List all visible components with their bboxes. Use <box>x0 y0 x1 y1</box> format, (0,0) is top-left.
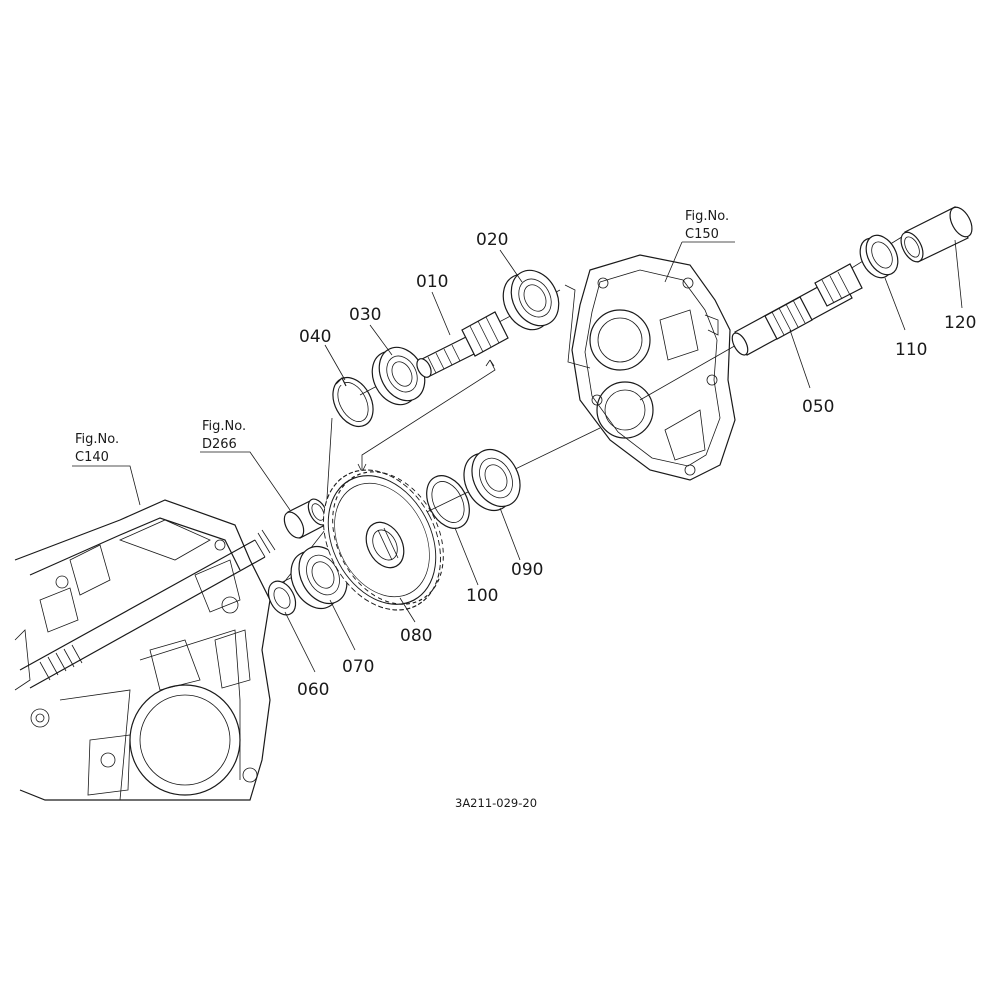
part-label-110: 110 <box>895 340 927 360</box>
part-label-080: 080 <box>400 626 432 646</box>
ball-bearing-030 <box>371 346 426 406</box>
splined-shaft-050 <box>731 263 863 356</box>
snap-ring-040 <box>332 376 374 428</box>
part-label-050: 050 <box>802 397 834 417</box>
pinion-shaft-010 <box>416 311 509 378</box>
part-label-010: 010 <box>416 272 448 292</box>
fig-ref-d266-line1: Fig.No. <box>202 419 246 434</box>
diagram-ref-code: 3A211-029-20 <box>455 796 537 810</box>
fig-ref-c150-line2: C150 <box>685 227 719 242</box>
fig-ref-c140-line2: C140 <box>75 450 109 465</box>
spur-gear-080 <box>323 469 444 611</box>
fig-ref-d266: Fig.No. D266 <box>202 419 246 452</box>
snap-ring-100 <box>426 475 470 529</box>
callout-leaders <box>72 239 963 673</box>
collar-120 <box>900 206 973 263</box>
part-label-100: 100 <box>466 586 498 606</box>
part-label-090: 090 <box>511 560 543 580</box>
transmission-case-housing <box>14 499 276 801</box>
ball-bearing-090 <box>463 448 521 512</box>
fig-ref-c140: Fig.No. C140 <box>75 432 119 465</box>
oil-seal-110 <box>859 234 899 279</box>
oil-seal-060 <box>267 580 297 616</box>
part-label-060: 060 <box>297 680 329 700</box>
part-label-120: 120 <box>944 313 976 333</box>
part-label-040: 040 <box>299 327 331 347</box>
transmission-cover-housing <box>571 254 736 481</box>
ball-bearing-020 <box>502 269 560 331</box>
fig-ref-d266-line2: D266 <box>202 437 237 452</box>
needle-bearing <box>283 498 329 539</box>
fig-ref-c140-line1: Fig.No. <box>75 432 119 447</box>
part-label-020: 020 <box>476 230 508 250</box>
fig-ref-c150-line1: Fig.No. <box>685 209 729 224</box>
part-label-030: 030 <box>349 305 381 325</box>
part-label-070: 070 <box>342 657 374 677</box>
fig-ref-c150: Fig.No. C150 <box>685 209 729 242</box>
